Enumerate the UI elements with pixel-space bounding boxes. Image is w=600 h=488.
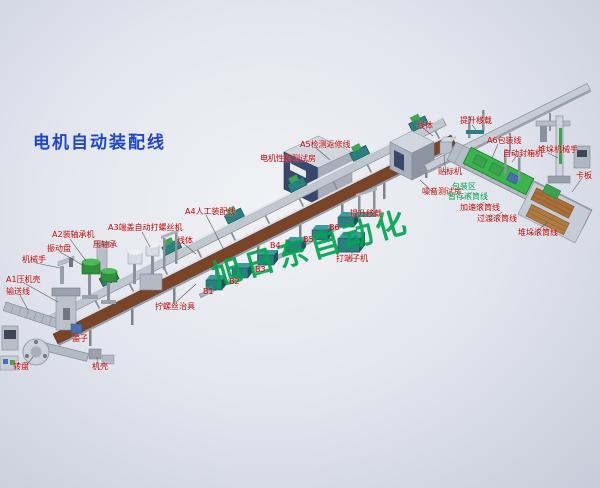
label-conveyor-line: 输送线 [6,287,30,296]
label-station-b4: B4 [270,241,281,250]
label-lift-transfer-mid: 提升移载 [350,209,382,218]
cover-box [70,323,83,334]
label-line-body-top: 线体 [417,121,433,130]
label-station-b3: B3 [255,265,266,274]
label-cover: 盖子 [72,334,88,343]
label-turntable: 转盘 [13,362,29,371]
label-labeling-machine: 贴标机 [438,167,462,176]
label-a2-bearing-machine: A2装轴承机 [52,230,95,239]
lift-transfer-top [466,110,485,138]
a2-bearing-station [57,241,118,304]
label-a1-press-housing: A1压机壳 [6,275,41,284]
label-housing: 机壳 [92,362,108,371]
page-title: 电机自动装配线 [33,133,166,153]
label-a5-inspection-line: A5检测返修线 [300,140,351,149]
lift-transfer-mid [356,187,377,222]
carton-sealer [504,148,521,181]
pallet-platform [517,181,592,244]
label-a3-screw-machine: A3端盖自动打螺丝机 [108,223,183,232]
housing-box [88,348,102,360]
label-terminal-machine: 打端子机 [336,254,368,263]
label-auto-carton-sealer: 自动封箱机 [503,149,543,158]
label-station-b1: B1 [203,287,214,296]
leader-lines [19,124,583,369]
a1-press-station [0,287,115,371]
control-console [573,145,591,169]
label-station-b5: B5 [303,235,314,244]
label-motor-test-room: 电机性能测试房 [260,154,316,163]
label-robot-hand: 机械手 [22,255,46,264]
a3-screw-station [127,229,179,291]
label-station-b6: B6 [329,223,340,232]
label-station-b2: B2 [229,277,240,286]
label-vibration-plate: 振动盘 [47,244,71,253]
label-lift-transfer-top: 提升移载 [460,116,492,125]
label-stacking-roller-line: 堆垛滚筒线 [518,228,558,237]
label-noise-test-room: 噪音测试房 [422,187,462,196]
label-line-body-mid: 线体 [177,236,193,245]
label-speedup-roller-line: 加速滚筒线 [460,203,500,212]
label-stacking-robot: 堆垛机械手 [538,145,578,154]
label-buffer-roller-line: 暂存滚筒线 [448,192,488,201]
label-pallet: 卡板 [576,171,592,180]
label-a6-packing-line: A6包装线 [487,136,522,145]
stacking-robot [535,115,571,184]
label-press-bearing: 压轴承 [93,240,117,249]
label-screw-fixture: 拧螺丝治具 [155,302,195,311]
infeed-conveyor [2,301,62,329]
label-packing-zone: 包装区 [452,182,476,191]
label-transition-roller-line: 过渡滚筒线 [477,214,517,223]
label-a4-manual-assembly: A4人工装配线 [185,207,236,216]
